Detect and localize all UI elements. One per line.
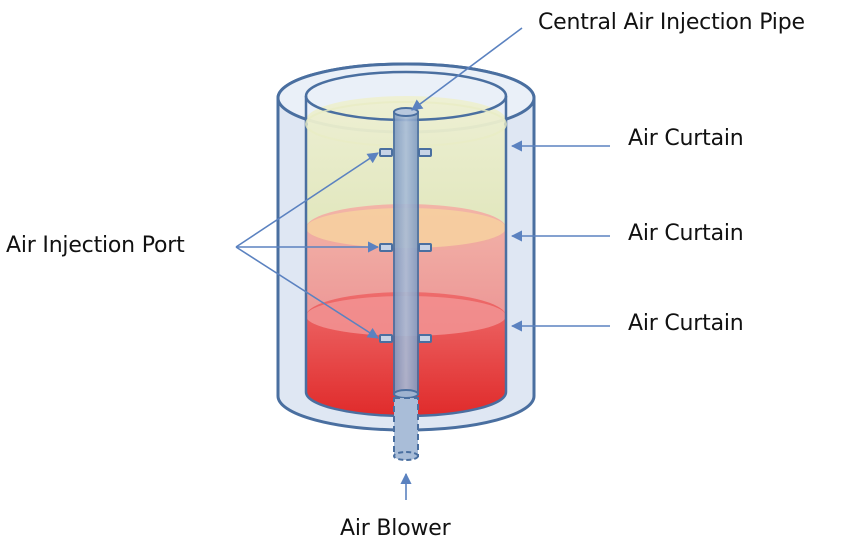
port-left-3 <box>379 334 393 343</box>
port-left-2 <box>379 243 393 252</box>
port-left-1 <box>379 148 393 157</box>
label-central-air-injection-pipe: Central Air Injection Pipe <box>538 10 805 35</box>
callout-arrows <box>235 27 610 500</box>
injection-ports <box>379 148 432 343</box>
arrow-central-pipe <box>411 27 523 111</box>
port-right-1 <box>418 148 432 157</box>
port-right-2 <box>418 243 432 252</box>
port-right-3 <box>418 334 432 343</box>
label-air-injection-port: Air Injection Port <box>6 233 185 258</box>
label-air-curtain-1: Air Curtain <box>628 126 744 151</box>
arrow-port-1 <box>235 152 379 248</box>
label-air-curtain-3: Air Curtain <box>628 311 744 336</box>
label-air-blower: Air Blower <box>340 516 451 541</box>
central-pipe <box>393 107 419 461</box>
label-air-curtain-2: Air Curtain <box>628 221 744 246</box>
arrow-port-3 <box>235 246 379 339</box>
